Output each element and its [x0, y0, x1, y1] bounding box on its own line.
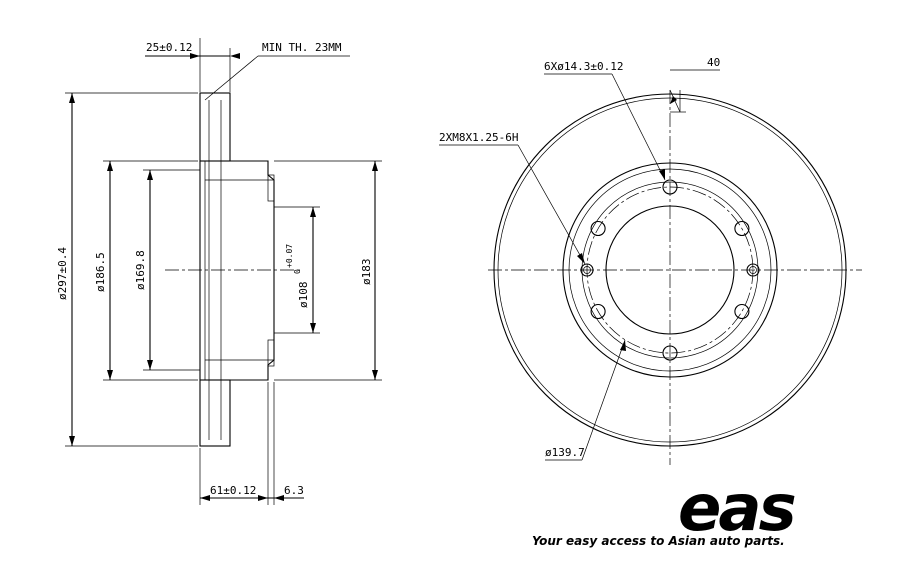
- bolt-hole: [662, 179, 678, 195]
- eas-logo: eas Your easy access to Asian auto parts…: [528, 472, 802, 548]
- inner-diameter-label: ø169.8: [134, 250, 147, 290]
- hat-outline: [230, 160, 275, 381]
- bolt-holes-label: 6Xø14.3±0.12: [544, 60, 623, 73]
- hat-wall-label: 6.3: [284, 484, 304, 497]
- side-view: 25±0.12 MIN TH. 23MM ø297±0.4 ø186.5 ø16…: [56, 38, 382, 505]
- rotor-outer-edge: [493, 93, 847, 447]
- bolt-hole: [734, 220, 750, 237]
- bolt-holes: [590, 179, 750, 361]
- bolt-hole: [662, 345, 678, 361]
- threaded-holes-label: 2XM8X1.25-6H: [439, 131, 518, 144]
- hub-diameter-label: ø183: [360, 259, 373, 286]
- bore-tolerance-low-label: 0: [293, 269, 302, 274]
- min-thickness-label: MIN TH. 23MM: [262, 41, 342, 54]
- bore-tolerance-label: +0.07: [285, 244, 294, 268]
- bolt-hole: [590, 220, 606, 237]
- bore-diameter-label: ø108: [297, 282, 310, 309]
- threaded-hole-left: [580, 263, 594, 277]
- front-view: 6Xø14.3±0.12 40 2XM8X1.25-6H ø139.7: [439, 56, 862, 465]
- hat-diameter-label: ø186.5: [94, 252, 107, 292]
- lower-rim-section: [199, 379, 231, 447]
- hat-circle: [562, 162, 778, 378]
- outer-diameter-label: ø297±0.4: [56, 247, 69, 300]
- upper-rim-section: [199, 92, 231, 162]
- angle-label: 40: [707, 56, 720, 69]
- center-bore: [605, 205, 735, 335]
- thickness-label: 25±0.12: [146, 41, 192, 54]
- logo-tagline: Your easy access to Asian auto parts.: [532, 534, 785, 548]
- pcd-label: ø139.7: [545, 446, 585, 459]
- height-label: 61±0.12: [210, 484, 256, 497]
- bolt-hole: [734, 303, 750, 320]
- bolt-hole: [590, 303, 606, 320]
- pcd-circle: [586, 186, 754, 354]
- threaded-hole-right: [746, 263, 760, 277]
